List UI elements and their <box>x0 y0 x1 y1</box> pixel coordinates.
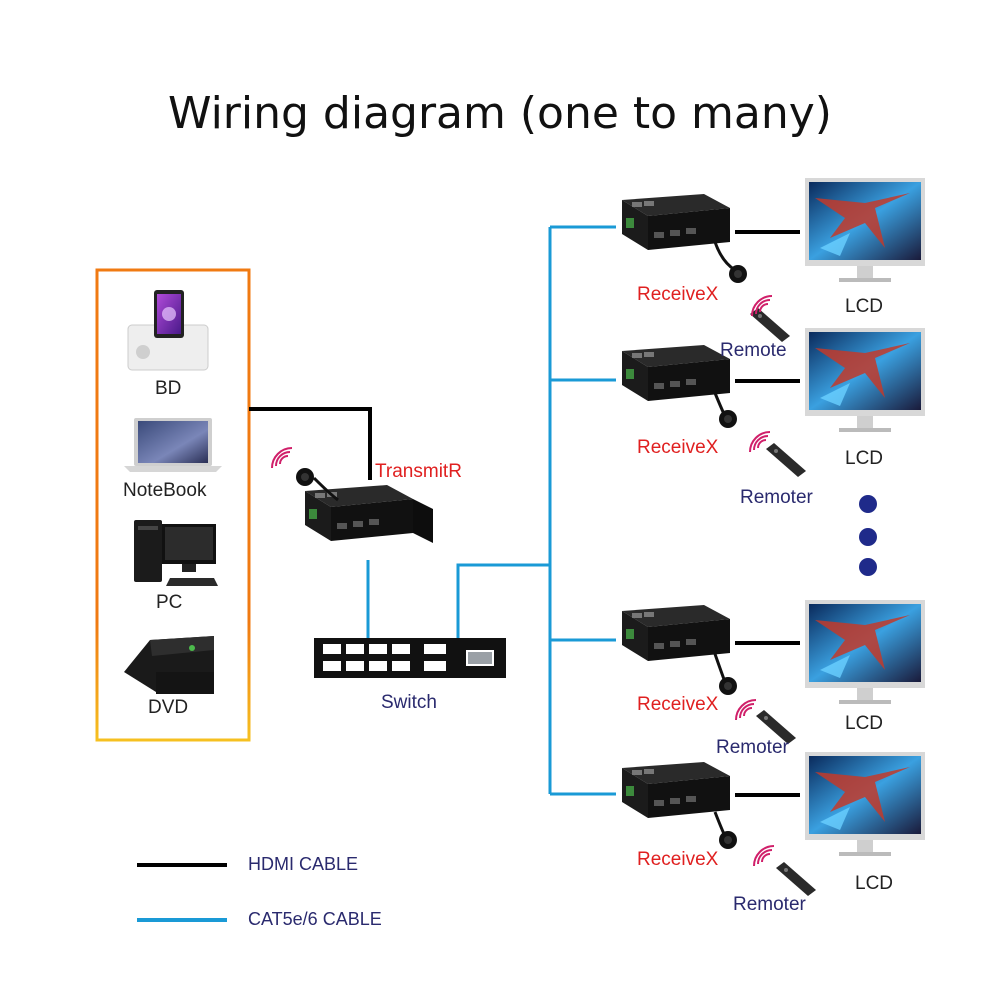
notebook-device-image <box>124 418 222 472</box>
source-label-pc: PC <box>156 592 183 613</box>
remote-3-label: Remoter <box>716 737 789 758</box>
ellipsis-dot-2 <box>859 528 877 546</box>
lcd-2-label: LCD <box>845 448 884 469</box>
transmitter-device-image <box>305 485 433 543</box>
remote-2-image <box>766 443 806 477</box>
legend-cat-label: CAT5e/6 CABLE <box>248 909 382 929</box>
source-label-bd: BD <box>155 378 182 399</box>
receiver-1-device-image <box>622 194 730 250</box>
receiver-4-device-image <box>622 762 730 818</box>
source-label-notebook: NoteBook <box>123 480 207 501</box>
receiver-2-label: ReceiveX <box>637 437 719 458</box>
remote-4-image <box>776 862 816 896</box>
receiver-3-device-image <box>622 605 730 661</box>
lcd-2-image <box>805 328 925 432</box>
cat-cable-switch-to-trunk <box>456 563 550 638</box>
transmitter-label: TransmitR <box>375 461 462 482</box>
receiver-1-label: ReceiveX <box>637 284 719 305</box>
transmitter-ir-eye <box>296 468 314 486</box>
legend-hdmi-label: HDMI CABLE <box>248 854 359 874</box>
switch-label: Switch <box>381 692 437 713</box>
ellipsis-dot-3 <box>859 558 877 576</box>
remote-1-label: Remote <box>720 340 787 361</box>
receiver-3-label: ReceiveX <box>637 694 719 715</box>
receiver-4-label: ReceiveX <box>637 849 719 870</box>
receiver-2-device-image <box>622 345 730 401</box>
switch-device-image <box>314 638 506 678</box>
lcd-4-label: LCD <box>855 873 894 894</box>
bd-device-image <box>127 290 209 371</box>
ellipsis-dot-1 <box>859 495 877 513</box>
remote-4-label: Remoter <box>733 894 806 915</box>
lcd-4-image <box>805 752 925 856</box>
pc-device-image <box>134 520 218 586</box>
lcd-3-label: LCD <box>845 713 884 734</box>
hdmi-cable-source-to-transmitter <box>249 407 372 480</box>
remote-2-label: Remoter <box>740 487 813 508</box>
lcd-3-image <box>805 600 925 704</box>
lcd-1-label: LCD <box>845 296 884 317</box>
dvd-device-image <box>124 636 214 694</box>
lcd-1-image <box>805 178 925 282</box>
source-devices-frame <box>95 268 251 742</box>
source-label-dvd: DVD <box>148 697 189 718</box>
transmitter-ir-waves <box>271 447 293 469</box>
diagram-title: Wiring diagram (one to many) <box>168 88 832 139</box>
